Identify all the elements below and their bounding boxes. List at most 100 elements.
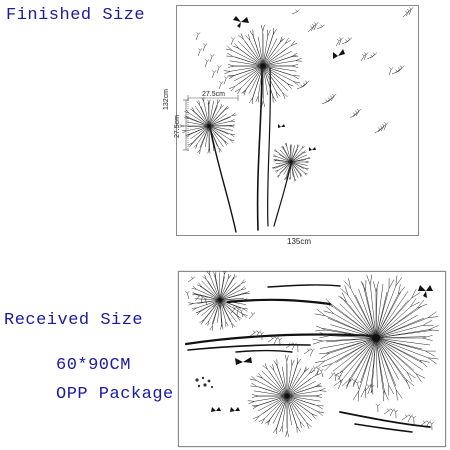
seed-icon [341, 39, 350, 45]
seed-icon [218, 81, 224, 90]
dandelion-icon [188, 271, 250, 331]
dandelion-icon [312, 274, 440, 402]
seed-icon [259, 331, 264, 341]
seed-icon [296, 84, 305, 90]
seed-icon [407, 414, 413, 423]
butterfly-group [233, 16, 345, 151]
stem-left [209, 125, 237, 233]
seed-icon [346, 378, 354, 386]
seed-icon [195, 32, 201, 41]
seed-icon [221, 303, 226, 312]
dimension-lines [183, 95, 239, 152]
seed-icon [411, 415, 416, 425]
total-height-dimension: 132cm [163, 88, 170, 110]
seed-icon [187, 276, 196, 283]
stem-right [273, 163, 292, 227]
stem-piece [226, 298, 332, 306]
received-dimensions-label: 60*90CM [56, 356, 131, 375]
seed-icon [364, 384, 372, 392]
seed-icon [316, 366, 321, 376]
seed-icon [370, 384, 375, 394]
seed-icon [277, 337, 282, 347]
finished-dandelion-artwork [179, 7, 414, 233]
seed-icon [309, 348, 315, 357]
dot-cluster [195, 376, 214, 389]
seed-icon [338, 37, 344, 46]
seed-icon [255, 330, 261, 339]
dandelion-icon [247, 355, 327, 437]
butterfly-icon [309, 147, 316, 151]
seed-icon [212, 300, 220, 308]
finished-size-label: Finished Size [6, 6, 146, 25]
seed-icon [402, 10, 410, 18]
seed-icon [307, 25, 315, 33]
seed-icon [349, 112, 358, 119]
stem-piece [354, 423, 413, 433]
seed-icon [363, 52, 369, 61]
seed-icon [401, 414, 410, 421]
seed-icon [285, 342, 294, 349]
seed-icon [352, 378, 357, 388]
seed-icon [209, 54, 215, 63]
seed-icon [273, 336, 279, 345]
seed-icon [377, 125, 385, 133]
seed-icon [295, 343, 300, 353]
seed-icon [203, 297, 208, 306]
butterfly-icon [233, 16, 249, 28]
seed-icon [425, 420, 431, 429]
flower-height-dimension: 27.5cm [174, 115, 181, 138]
seed-icon [374, 127, 383, 134]
seed-icon [239, 309, 244, 318]
received-sheet-artwork [184, 271, 440, 437]
seed-icon [360, 53, 367, 62]
seed-icon [328, 372, 336, 380]
seed-icon [391, 69, 400, 75]
seed-icon [216, 65, 222, 74]
seed-icon [223, 76, 229, 85]
finished-size-panel [176, 5, 419, 236]
seed-icon [248, 312, 256, 320]
seed-icon [291, 342, 297, 351]
butterfly-icon [333, 49, 345, 59]
seed-icon [303, 348, 312, 355]
package-label: OPP Package [56, 385, 174, 404]
seed-icon [352, 110, 360, 118]
seed-icon [389, 408, 395, 417]
dandelion-icon [223, 25, 303, 107]
dandelion-icon [272, 142, 311, 182]
seed-icon [313, 22, 319, 31]
seed-icon [397, 65, 405, 73]
seed-icon [334, 372, 339, 382]
flower-width-dimension: 27.5cm [202, 91, 225, 98]
seed-icon [236, 306, 241, 316]
seed-icon [185, 291, 190, 300]
seed-icon [204, 59, 210, 68]
seed-icon [388, 67, 394, 76]
seed-icon [202, 43, 208, 52]
total-width-dimension: 135cm [287, 237, 312, 246]
stem-piece [235, 349, 293, 353]
dandelion-icon [179, 96, 237, 155]
seed-icon [310, 366, 318, 374]
seed-icon [383, 122, 389, 131]
stem-large-2 [266, 67, 272, 227]
butterfly-group [211, 285, 433, 412]
seed-icon [321, 99, 330, 105]
seed-icon [230, 306, 238, 314]
stem-piece [267, 284, 341, 288]
seed-icon [335, 38, 342, 47]
stem-piece [339, 411, 431, 428]
seed-icon [302, 80, 310, 88]
butterfly-icon [418, 285, 433, 298]
butterfly-icon [230, 407, 240, 412]
seed-icon [375, 403, 380, 413]
seed-icon [419, 420, 428, 427]
stem-large [256, 65, 263, 231]
seed-icon [200, 294, 205, 304]
seed-icon [230, 37, 236, 46]
stem-piece [184, 333, 378, 346]
seed-icon [316, 24, 325, 30]
seed-icon [429, 421, 434, 431]
seed-icon [337, 375, 342, 384]
seed-icon [267, 336, 276, 343]
